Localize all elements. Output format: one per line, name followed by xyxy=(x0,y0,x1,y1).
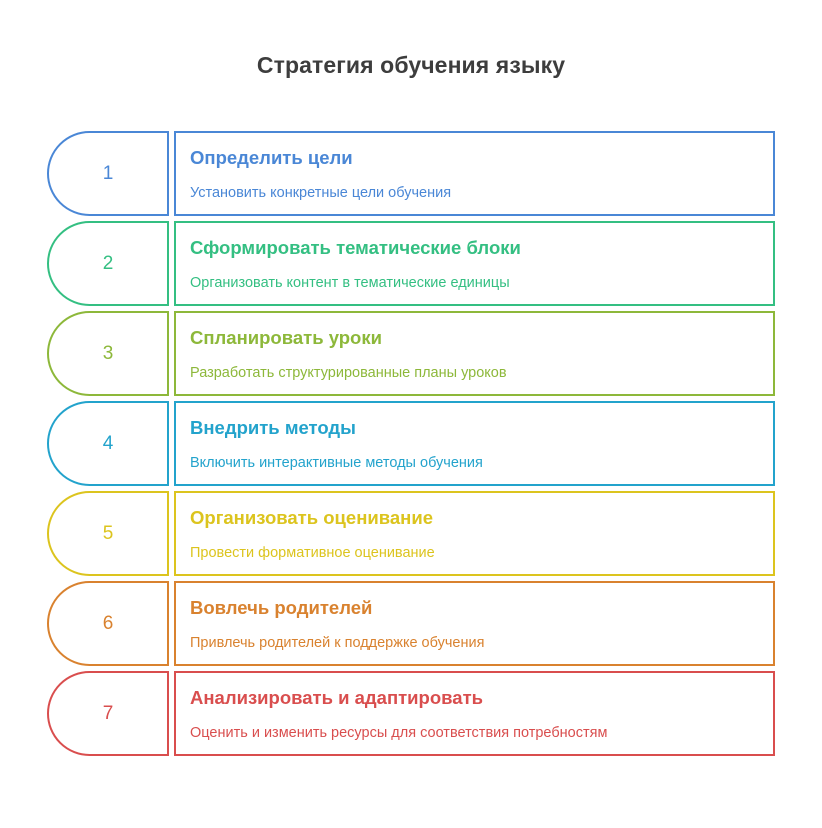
step-number-badge: 2 xyxy=(47,221,169,306)
step-description: Включить интерактивные методы обучения xyxy=(190,455,483,471)
step-title: Определить цели xyxy=(190,147,353,168)
step-number: 2 xyxy=(102,252,114,274)
step-number: 1 xyxy=(102,162,114,184)
diagram-title: Стратегия обучения языку xyxy=(256,52,566,78)
step-title: Внедрить методы xyxy=(190,417,356,438)
step-number-badge: 4 xyxy=(47,401,169,486)
step-number-badge: 3 xyxy=(47,311,169,396)
step-title: Организовать оценивание xyxy=(190,507,434,528)
step-description: Провести формативное оценивание xyxy=(190,545,435,561)
step-number: 4 xyxy=(102,432,114,454)
step-number: 5 xyxy=(102,522,114,544)
step-title: Анализировать и адаптировать xyxy=(190,687,484,708)
step-number: 6 xyxy=(102,612,114,634)
step-number-badge: 6 xyxy=(47,581,169,666)
step-title: Сформировать тематические блоки xyxy=(190,237,521,258)
step-title: Вовлечь родителей xyxy=(190,597,373,618)
step-description: Разработать структурированные планы урок… xyxy=(190,365,507,381)
step-number-badge: 7 xyxy=(47,671,169,756)
step-description: Привлечь родителей к поддержке обучения xyxy=(190,635,485,651)
step-number-badge: 1 xyxy=(47,131,169,216)
step-description: Установить конкретные цели обучения xyxy=(190,185,452,201)
step-number: 3 xyxy=(102,342,114,364)
step-description: Организовать контент в тематические един… xyxy=(190,275,510,291)
step-description: Оценить и изменить ресурсы для соответст… xyxy=(190,725,608,741)
step-number: 7 xyxy=(102,702,114,724)
step-title: Спланировать уроки xyxy=(190,327,382,348)
step-number-badge: 5 xyxy=(47,491,169,576)
